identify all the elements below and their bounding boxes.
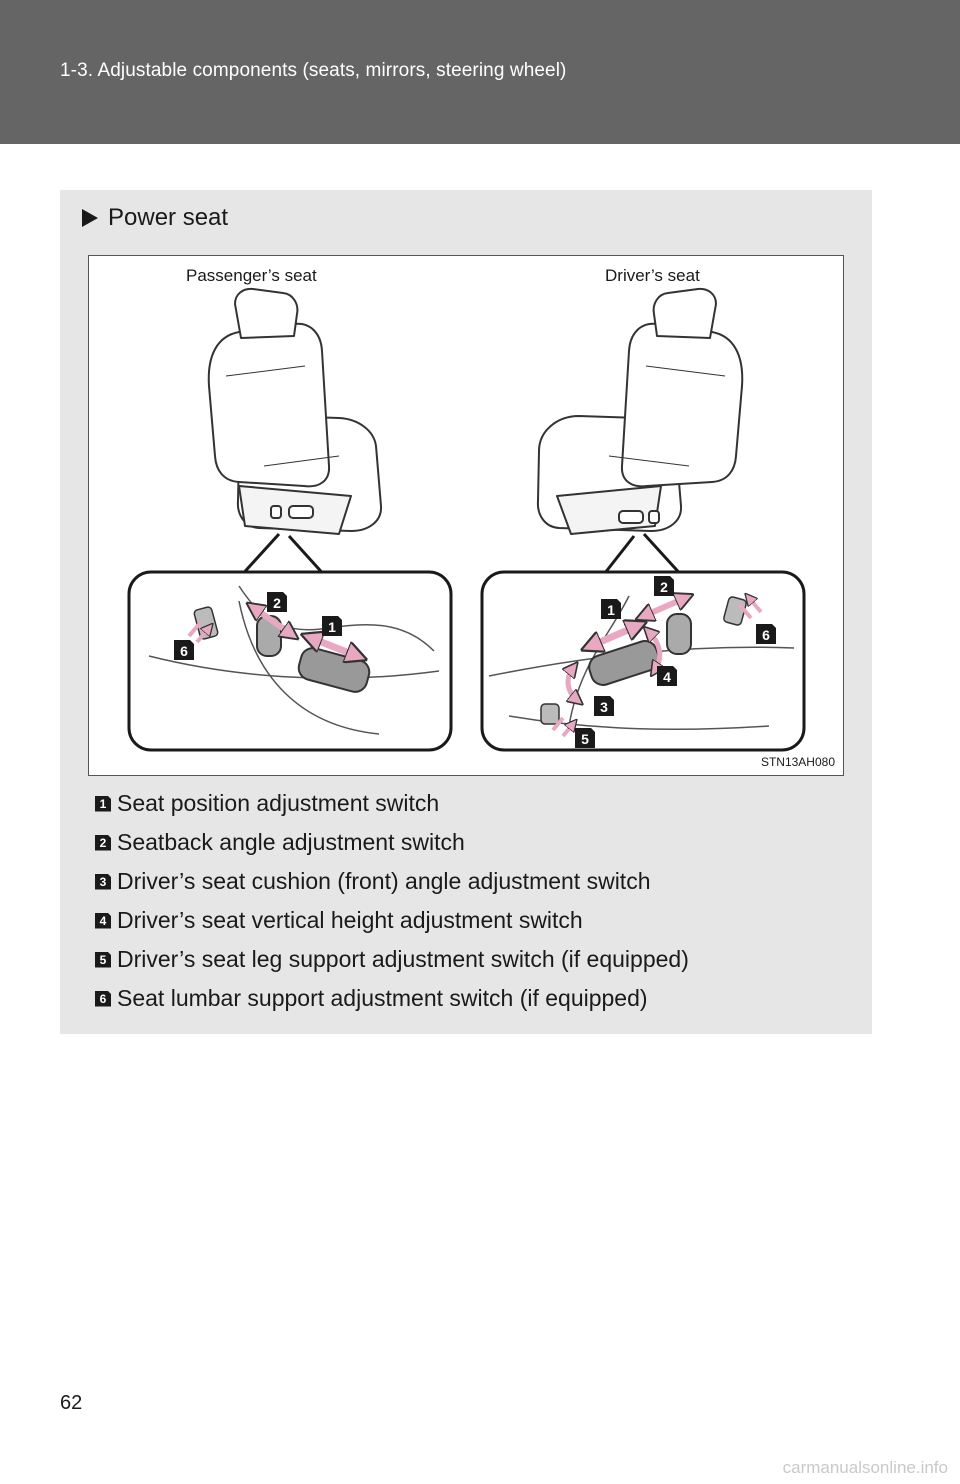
seat-diagram: 2 1 6 2 1 4 3 5 6 [127, 287, 806, 752]
legend-list: 1 Seat position adjustment switch 2 Seat… [95, 784, 689, 1018]
legend-text: Driver’s seat vertical height adjustment… [117, 907, 583, 933]
figure-code: STN13AH080 [760, 755, 835, 769]
tag-6-right: 6 [756, 624, 776, 644]
section-title: 1-3. Adjustable components (seats, mirro… [60, 60, 567, 81]
passenger-seat-caption: Passenger’s seat [186, 266, 317, 285]
seat-illustration: 2 1 6 2 1 4 3 5 6 Passenger’s seat Drive… [88, 255, 844, 776]
legend-item: 1 Seat position adjustment switch [95, 784, 689, 823]
legend-item: 4 Driver’s seat vertical height adjustme… [95, 901, 689, 940]
tag-1-left: 1 [322, 616, 342, 636]
legend-text: Driver’s seat cushion (front) angle adju… [117, 868, 651, 894]
watermark: carmanualsonline.info [782, 1458, 948, 1477]
number-badge-icon: 5 [95, 951, 111, 968]
passenger-seat-drawing [207, 287, 383, 535]
tag-2-right: 2 [654, 576, 674, 596]
svg-text:3: 3 [600, 699, 608, 715]
legend-item: 3 Driver’s seat cushion (front) angle ad… [95, 862, 689, 901]
number-badge-icon: 2 [95, 834, 111, 851]
svg-text:1: 1 [607, 602, 615, 618]
legend-item: 5 Driver’s seat leg support adjustment s… [95, 940, 689, 979]
arrow-right-icon [82, 209, 98, 227]
driver-seat-drawing [536, 287, 744, 535]
svg-text:2: 2 [660, 579, 668, 595]
legend-text: Driver’s seat leg support adjustment swi… [117, 946, 689, 972]
legend-text: Seatback angle adjustment switch [117, 829, 465, 855]
svg-text:6: 6 [180, 643, 188, 659]
svg-text:4: 4 [663, 669, 671, 685]
driver-seat-caption: Driver’s seat [605, 266, 700, 285]
legend-item: 6 Seat lumbar support adjustment switch … [95, 979, 689, 1018]
number-badge-icon: 4 [95, 912, 111, 929]
page-number: 62 [60, 1392, 83, 1414]
tag-1-right: 1 [601, 599, 621, 619]
number-badge-icon: 1 [95, 795, 111, 812]
number-badge-icon: 3 [95, 873, 111, 890]
svg-text:2: 2 [273, 595, 281, 611]
tag-3-right: 3 [594, 696, 614, 716]
tag-4-right: 4 [657, 666, 677, 686]
page-header: 1-3. Adjustable components (seats, mirro… [0, 0, 960, 144]
power-seat-heading: Power seat [82, 204, 228, 232]
driver-switch-detail [480, 570, 806, 752]
heading-text: Power seat [108, 204, 229, 231]
passenger-switch-detail [127, 570, 453, 752]
tag-5-right: 5 [575, 728, 595, 748]
number-tags: 2 1 6 2 1 4 3 5 6 [174, 576, 776, 748]
legend-item: 2 Seatback angle adjustment switch [95, 823, 689, 862]
tag-6-left: 6 [174, 640, 194, 660]
svg-text:6: 6 [762, 627, 770, 643]
legend-text: Seat position adjustment switch [117, 790, 440, 816]
svg-text:5: 5 [581, 731, 589, 747]
number-badge-icon: 6 [95, 990, 111, 1007]
svg-text:1: 1 [328, 619, 336, 635]
tag-2-left: 2 [267, 592, 287, 612]
legend-text: Seat lumbar support adjustment switch (i… [117, 985, 648, 1011]
